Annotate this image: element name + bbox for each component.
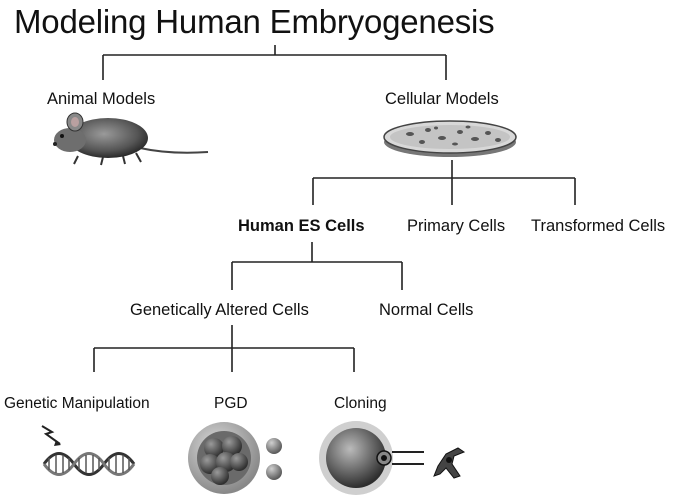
dna-helix-icon [41, 425, 136, 476]
connector-root [102, 45, 447, 80]
label-human-es-cells: Human ES Cells [238, 217, 365, 235]
connector-genetic [93, 325, 355, 372]
label-pgd: PGD [214, 395, 248, 412]
embryo-biopsy-icon [188, 422, 282, 494]
label-genetically-altered-cells: Genetically Altered Cells [130, 301, 309, 319]
diagram-title: Modeling Human Embryogenesis [14, 3, 495, 40]
petri-dish-icon [383, 120, 517, 157]
mouse-icon [53, 112, 209, 166]
nuclear-transfer-icon [319, 421, 466, 495]
label-genetic-manipulation: Genetic Manipulation [4, 395, 150, 412]
label-normal-cells: Normal Cells [379, 301, 474, 319]
label-animal-models: Animal Models [47, 90, 156, 108]
connector-es [231, 242, 403, 290]
label-transformed-cells: Transformed Cells [531, 217, 666, 235]
label-primary-cells: Primary Cells [407, 217, 506, 235]
label-cloning: Cloning [334, 395, 387, 412]
label-cellular-models: Cellular Models [385, 90, 499, 108]
connector-cellular [312, 160, 576, 205]
